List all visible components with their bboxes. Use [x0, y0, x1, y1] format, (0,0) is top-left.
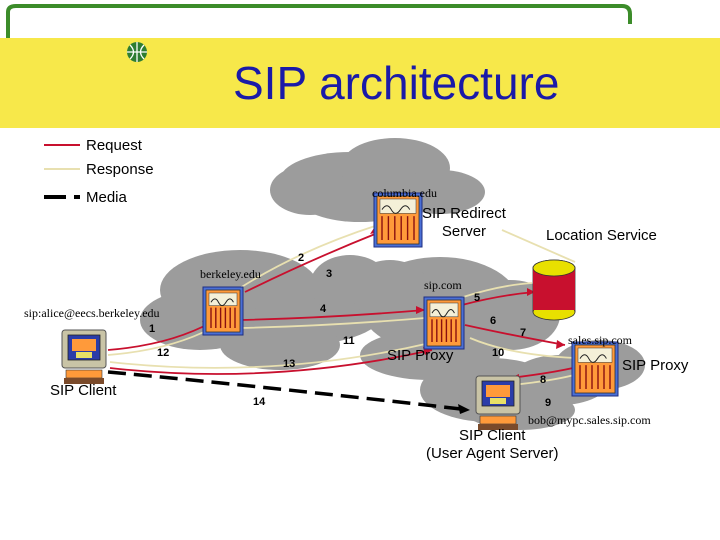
step-5: 5	[474, 292, 481, 304]
globe-icon	[127, 42, 147, 62]
redirect-server-label-line1: SIP Redirect	[422, 205, 506, 222]
proxy-right-label: SIP Proxy	[622, 357, 689, 374]
proxy-center-icon	[423, 296, 465, 350]
media-stream-line	[107, 370, 471, 412]
step-7: 7	[520, 327, 527, 339]
client-right-pc-icon	[475, 375, 521, 430]
columbia-domain-label: columbia.edu	[372, 186, 437, 200]
legend-response-label: Response	[86, 161, 154, 178]
title-banner	[0, 38, 720, 128]
step-13: 13	[283, 358, 296, 370]
proxy-center-label: SIP Proxy	[387, 347, 454, 364]
step-1: 1	[149, 323, 156, 335]
sip-com-domain-label: sip.com	[424, 278, 462, 292]
client-right-label-line2: (User Agent Server)	[426, 445, 559, 462]
client-right-label-line1: SIP Client	[459, 427, 526, 444]
cloud-berkeley	[140, 250, 390, 370]
proxy-berkeley-icon	[202, 286, 244, 336]
step-10: 10	[492, 347, 505, 359]
step-3: 3	[326, 268, 333, 280]
step-4: 4	[320, 303, 327, 315]
step-9: 9	[545, 397, 552, 409]
location-service-db-icon	[532, 259, 576, 321]
berkeley-domain-label: berkeley.edu	[200, 267, 261, 281]
bob-address-label: bob@mypc.sales.sip.com	[528, 413, 651, 427]
location-service-label: Location Service	[546, 227, 657, 244]
sales-domain-label: sales.sip.com	[568, 333, 632, 347]
redirect-server-icon	[373, 192, 423, 248]
redirect-server-label: SIP Redirect Server	[422, 205, 506, 241]
step-2: 2	[298, 252, 305, 264]
step-11: 11	[343, 335, 355, 347]
client-right-label: SIP Client (User Agent Server)	[426, 427, 559, 463]
green-border-line	[6, 3, 632, 38]
step-6: 6	[490, 315, 497, 327]
proxy-right-icon	[571, 341, 619, 397]
step-14: 14	[253, 396, 266, 408]
legend-media-label: Media	[86, 189, 127, 206]
step-12: 12	[157, 347, 170, 359]
page-title: SIP architecture	[233, 57, 560, 109]
alice-address-label: sip:alice@eecs.berkeley.edu	[24, 306, 160, 320]
step-8: 8	[540, 374, 547, 386]
legend-request-label: Request	[86, 137, 142, 154]
media-stream-arrow	[458, 404, 470, 414]
client-left-pc-icon	[61, 329, 107, 384]
redirect-server-label-line2: Server	[441, 223, 487, 240]
client-left-label: SIP Client	[50, 382, 117, 399]
